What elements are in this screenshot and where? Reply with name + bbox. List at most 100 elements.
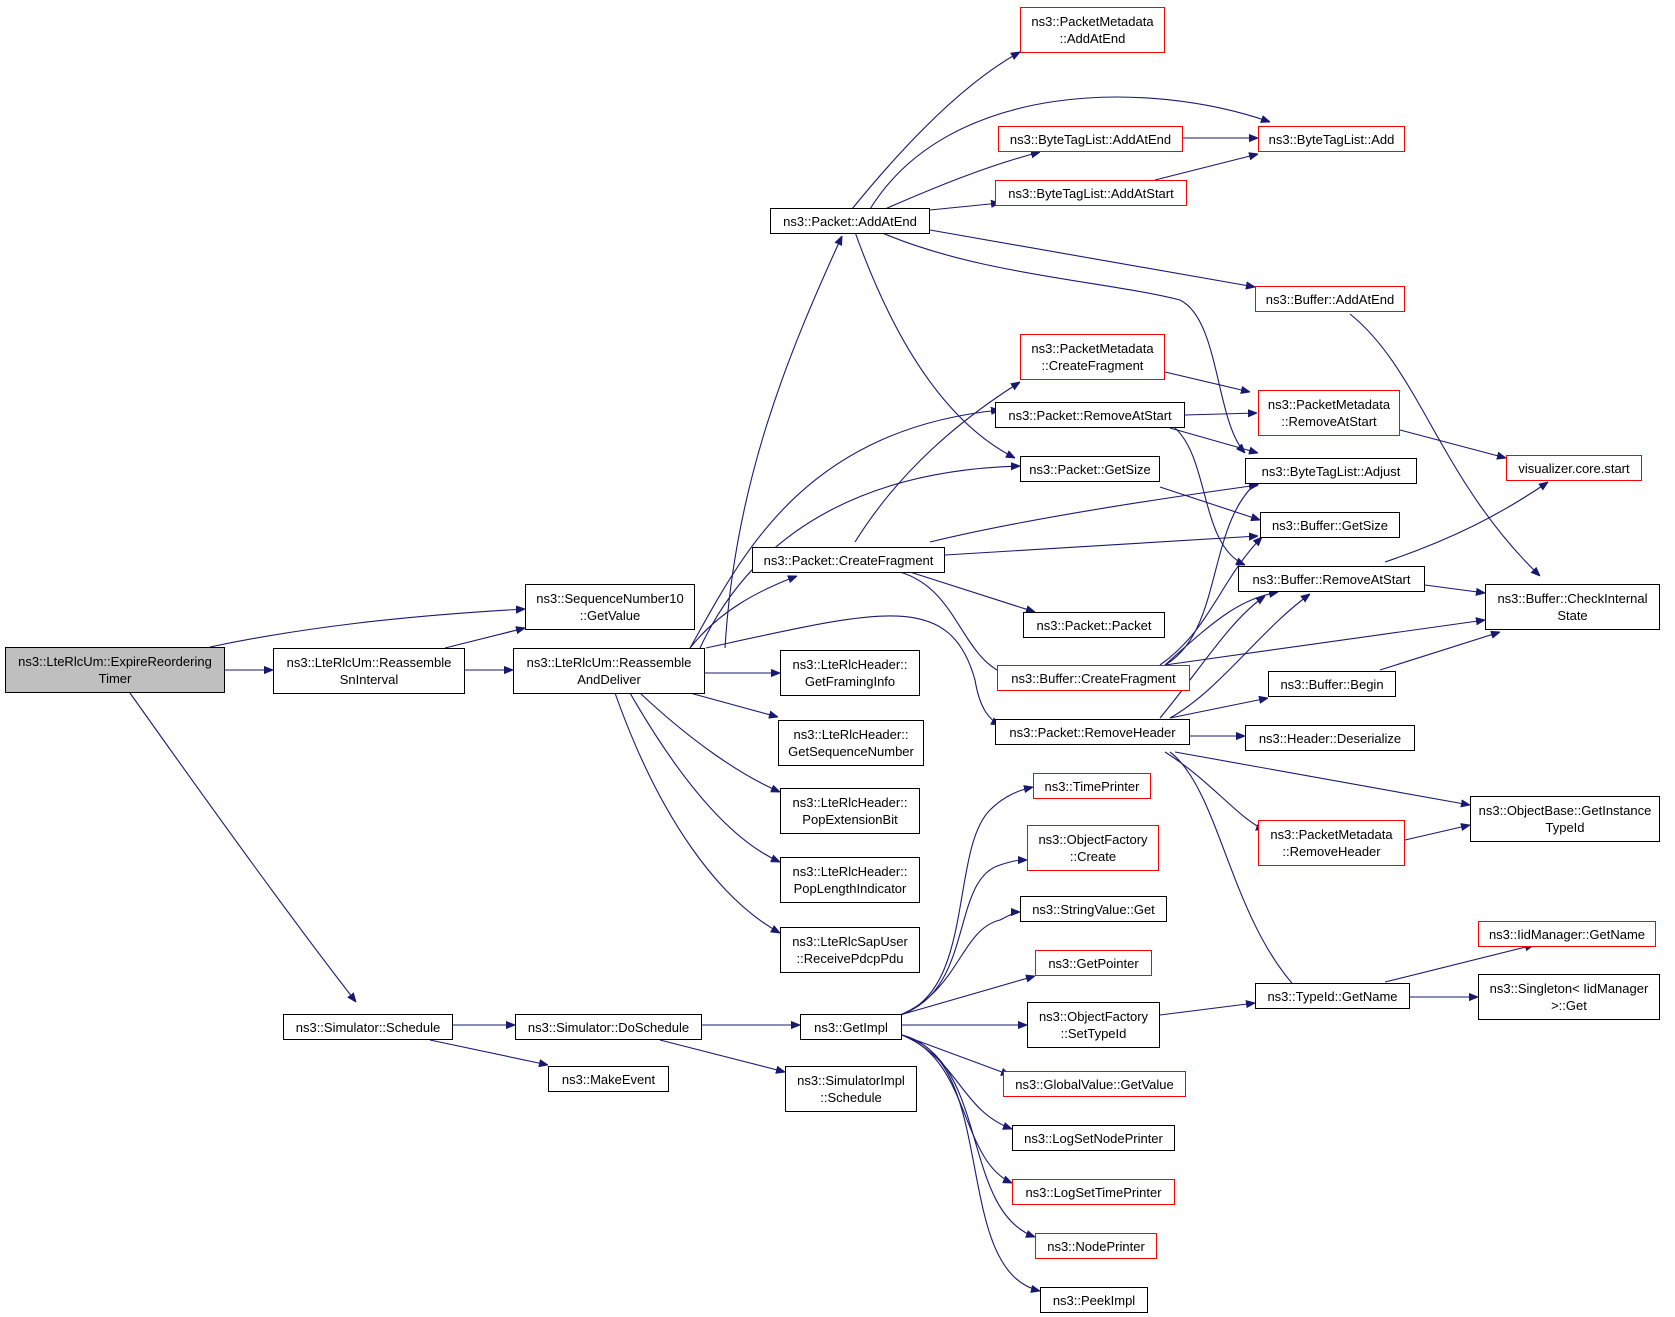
node-packet-metadata-add-at-end[interactable]: ns3::PacketMetadata ::AddAtEnd [1020,7,1165,53]
edge [689,576,797,649]
node-buffer-create-fragment[interactable]: ns3::Buffer::CreateFragment [997,665,1190,691]
node-receive-pdcp-pdu[interactable]: ns3::LteRlcSapUser ::ReceivePdcpPdu [780,927,920,973]
edge [929,229,1255,287]
node-make-event[interactable]: ns3::MakeEvent [548,1066,669,1092]
node-packet-remove-at-start[interactable]: ns3::Packet::RemoveAtStart [995,402,1185,428]
node-log-set-time-printer[interactable]: ns3::LogSetTimePrinter [1012,1179,1175,1205]
node-peek-impl[interactable]: ns3::PeekImpl [1040,1287,1148,1313]
node-pop-extension-bit[interactable]: ns3::LteRlcHeader:: PopExtensionBit [780,788,920,834]
node-byte-tag-list-add-at-end[interactable]: ns3::ByteTagList::AddAtEnd [998,126,1183,152]
edge [209,609,525,648]
node-packet-metadata-remove-header[interactable]: ns3::PacketMetadata ::RemoveHeader [1258,820,1405,866]
node-reassemble-and-deliver[interactable]: ns3::LteRlcUm::Reassemble AndDeliver [513,648,705,694]
edge [884,152,1040,210]
node-byte-tag-list-add[interactable]: ns3::ByteTagList::Add [1258,126,1405,152]
node-byte-tag-list-adjust[interactable]: ns3::ByteTagList::Adjust [1245,458,1417,484]
node-iid-manager-get-name[interactable]: ns3::IidManager::GetName [1478,921,1656,947]
edge [899,571,1010,676]
node-simulator-do-schedule[interactable]: ns3::Simulator::DoSchedule [515,1014,702,1040]
node-singleton-iid-manager-get[interactable]: ns3::Singleton< IidManager >::Get [1478,974,1660,1020]
edge [1384,945,1534,983]
edge [929,203,1000,211]
edge [1154,154,1258,181]
edge [901,1034,1010,1075]
edge [1184,413,1257,415]
node-packet-get-size[interactable]: ns3::Packet::GetSize [1020,456,1160,482]
edge [899,787,1033,1016]
node-packet-ctor[interactable]: ns3::Packet::Packet [1023,612,1165,638]
edge [1379,632,1500,671]
edge [429,1039,548,1065]
node-time-printer[interactable]: ns3::TimePrinter [1033,773,1151,799]
node-buffer-begin[interactable]: ns3::Buffer::Begin [1268,671,1396,697]
edge [899,912,1021,1016]
edge [689,692,778,717]
edge [1159,1003,1255,1016]
edge [1159,537,1262,666]
node-sequence-number-get-value[interactable]: ns3::SequenceNumber10 ::GetValue [525,584,695,630]
node-packet-create-fragment[interactable]: ns3::Packet::CreateFragment [752,547,945,573]
edge [1159,486,1260,520]
node-simulator-schedule[interactable]: ns3::Simulator::Schedule [283,1014,453,1040]
node-get-sequence-number[interactable]: ns3::LteRlcHeader:: GetSequenceNumber [778,720,924,766]
node-log-set-node-printer[interactable]: ns3::LogSetNodePrinter [1012,1125,1175,1151]
edge [1399,429,1506,458]
edge [901,1034,1012,1184]
node-buffer-check-internal-state[interactable]: ns3::Buffer::CheckInternal State [1485,584,1660,630]
edge [929,485,1258,543]
node-object-factory-set-type-id[interactable]: ns3::ObjectFactory ::SetTypeId [1027,1002,1160,1048]
node-reassemble-sn-interval[interactable]: ns3::LteRlcUm::Reassemble SnInterval [273,648,465,694]
node-buffer-get-size[interactable]: ns3::Buffer::GetSize [1260,512,1400,538]
node-get-framing-info[interactable]: ns3::LteRlcHeader:: GetFramingInfo [780,650,920,696]
edge [851,52,1020,210]
node-packet-add-at-end[interactable]: ns3::Packet::AddAtEnd [770,208,930,234]
node-simulator-impl-schedule[interactable]: ns3::SimulatorImpl ::Schedule [785,1066,917,1112]
edge [899,976,1035,1016]
node-pop-length-indicator[interactable]: ns3::LteRlcHeader:: PopLengthIndicator [780,857,920,903]
call-edges [129,52,1548,1291]
node-byte-tag-list-add-at-start[interactable]: ns3::ByteTagList::AddAtStart [995,180,1187,206]
node-buffer-remove-at-start[interactable]: ns3::Buffer::RemoveAtStart [1238,566,1425,592]
edge [1164,371,1250,392]
edge [1169,594,1310,719]
edge [944,536,1258,556]
edge [629,692,780,863]
node-global-value-get-value[interactable]: ns3::GlobalValue::GetValue [1003,1071,1186,1097]
edge [724,236,842,649]
edge [901,1034,1012,1129]
node-object-base-get-instance-type-id[interactable]: ns3::ObjectBase::GetInstance TypeId [1470,796,1660,842]
edge [444,628,525,649]
edge [1169,751,1300,992]
node-packet-metadata-remove-at-start[interactable]: ns3::PacketMetadata ::RemoveAtStart [1258,390,1400,436]
edge [909,571,1035,612]
node-string-value-get[interactable]: ns3::StringValue::Get [1020,896,1167,922]
node-get-impl[interactable]: ns3::GetImpl [800,1014,902,1040]
node-buffer-add-at-end[interactable]: ns3::Buffer::AddAtEnd [1255,286,1405,312]
node-visualizer-core-start[interactable]: visualizer.core.start [1506,455,1642,481]
edge [854,231,1015,458]
edge [901,1034,1040,1291]
edge [1404,825,1470,841]
node-packet-metadata-create-fragment[interactable]: ns3::PacketMetadata ::CreateFragment [1020,334,1165,380]
node-object-factory-create[interactable]: ns3::ObjectFactory ::Create [1027,825,1159,871]
node-expire-reordering-timer[interactable]: ns3::LteRlcUm::ExpireReordering Timer [5,647,225,693]
node-packet-remove-header[interactable]: ns3::Packet::RemoveHeader [995,719,1190,745]
edge [639,692,780,793]
node-header-deserialize[interactable]: ns3::Header::Deserialize [1245,725,1415,751]
edge [1169,427,1258,453]
edge [869,96,1270,210]
edge [1159,596,1265,719]
node-get-pointer[interactable]: ns3::GetPointer [1035,950,1152,976]
edge [1174,751,1470,805]
edge [705,615,1000,725]
edge [614,692,780,933]
node-type-id-get-name[interactable]: ns3::TypeId::GetName [1255,983,1410,1009]
node-node-printer[interactable]: ns3::NodePrinter [1035,1233,1157,1259]
edge [1349,313,1540,576]
edge [1384,482,1548,563]
edge [1164,751,1265,831]
edge [1164,592,1278,666]
edge [1169,698,1268,719]
edge [659,1039,785,1072]
edge [1424,584,1485,593]
